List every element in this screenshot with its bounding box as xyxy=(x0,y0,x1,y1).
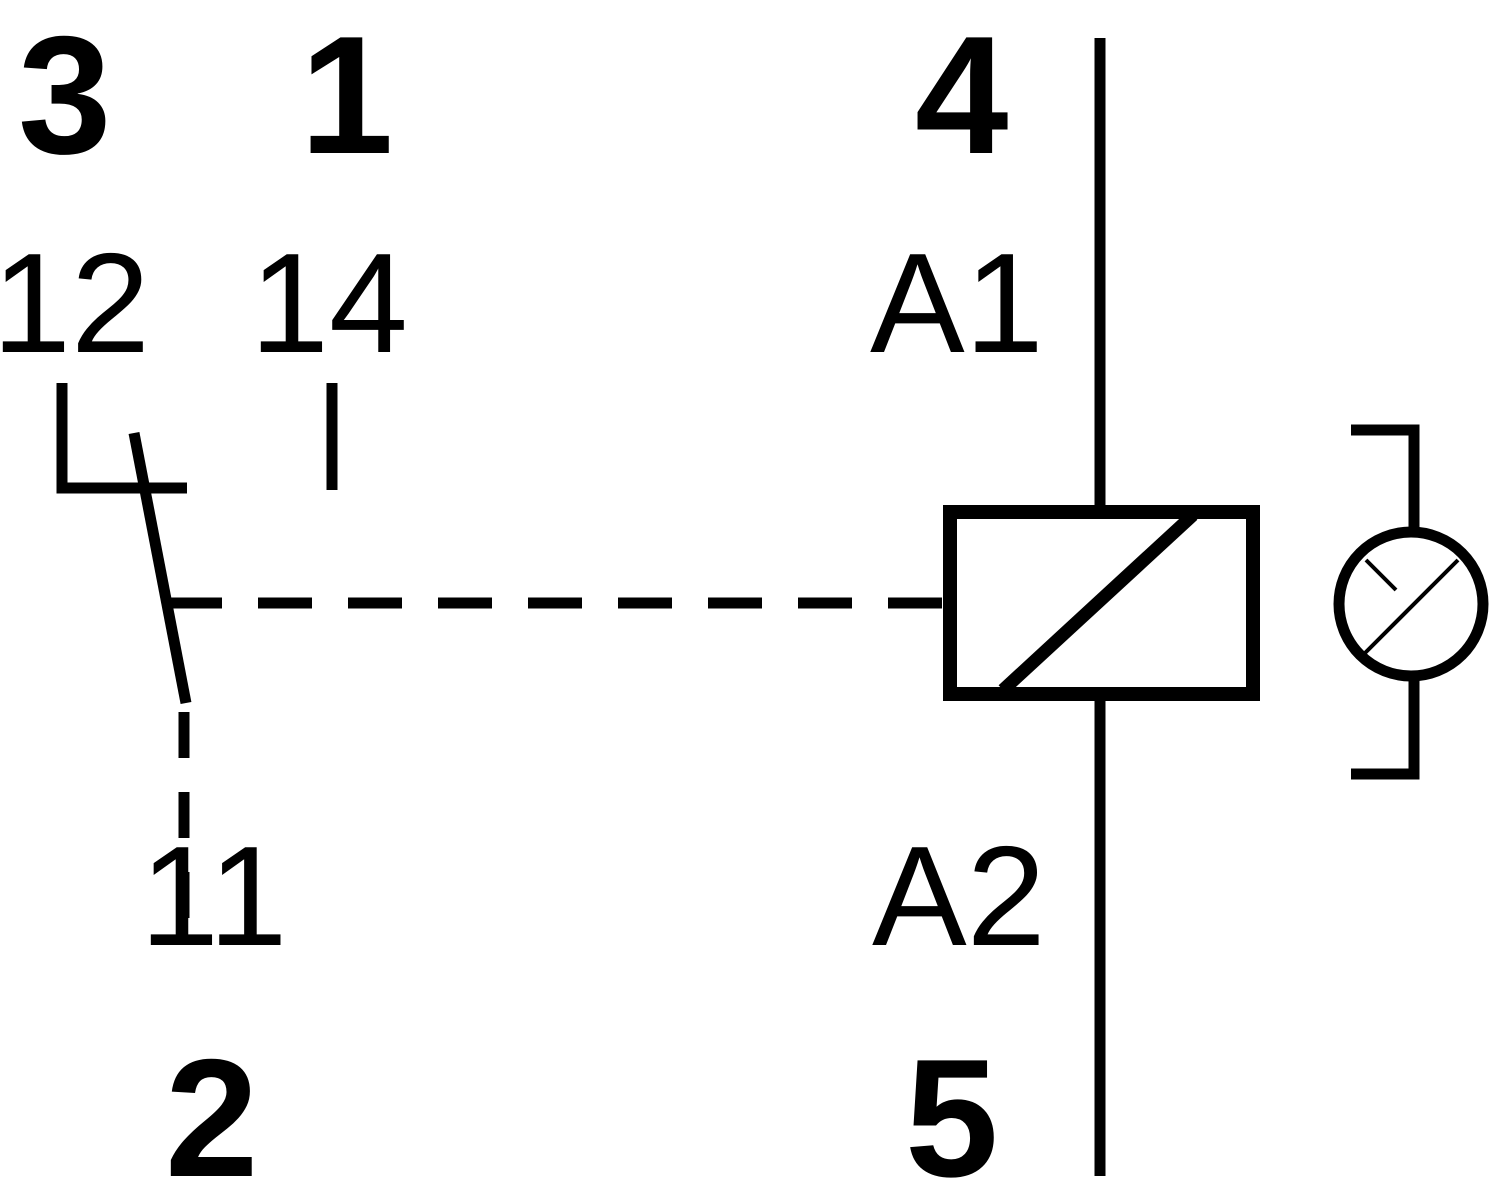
indicator-lamp-icon xyxy=(1333,526,1489,682)
terminal-label-14: 14 xyxy=(250,224,408,383)
terminal-label-12: 12 xyxy=(0,224,150,383)
pin-number-2: 2 xyxy=(165,1024,258,1183)
pin-number-1: 1 xyxy=(300,1,393,189)
lamp-bracket-bottom xyxy=(1351,680,1420,780)
pin-number-3: 3 xyxy=(18,1,111,189)
relay-coil-diagonal xyxy=(998,510,1198,695)
contact-12-bracket xyxy=(56,383,187,494)
terminal-label-a2: A2 xyxy=(872,817,1046,976)
lamp-bracket-top xyxy=(1351,424,1420,530)
terminal-label-11: 11 xyxy=(140,817,287,976)
terminal-label-a1: A1 xyxy=(870,224,1044,383)
pin-number-5: 5 xyxy=(905,1024,998,1183)
switch-contact-blade xyxy=(128,431,192,705)
pin-number-4: 4 xyxy=(915,1,1008,189)
lamp-cross-main xyxy=(1361,558,1460,657)
lamp-cross-minor xyxy=(1364,558,1398,592)
